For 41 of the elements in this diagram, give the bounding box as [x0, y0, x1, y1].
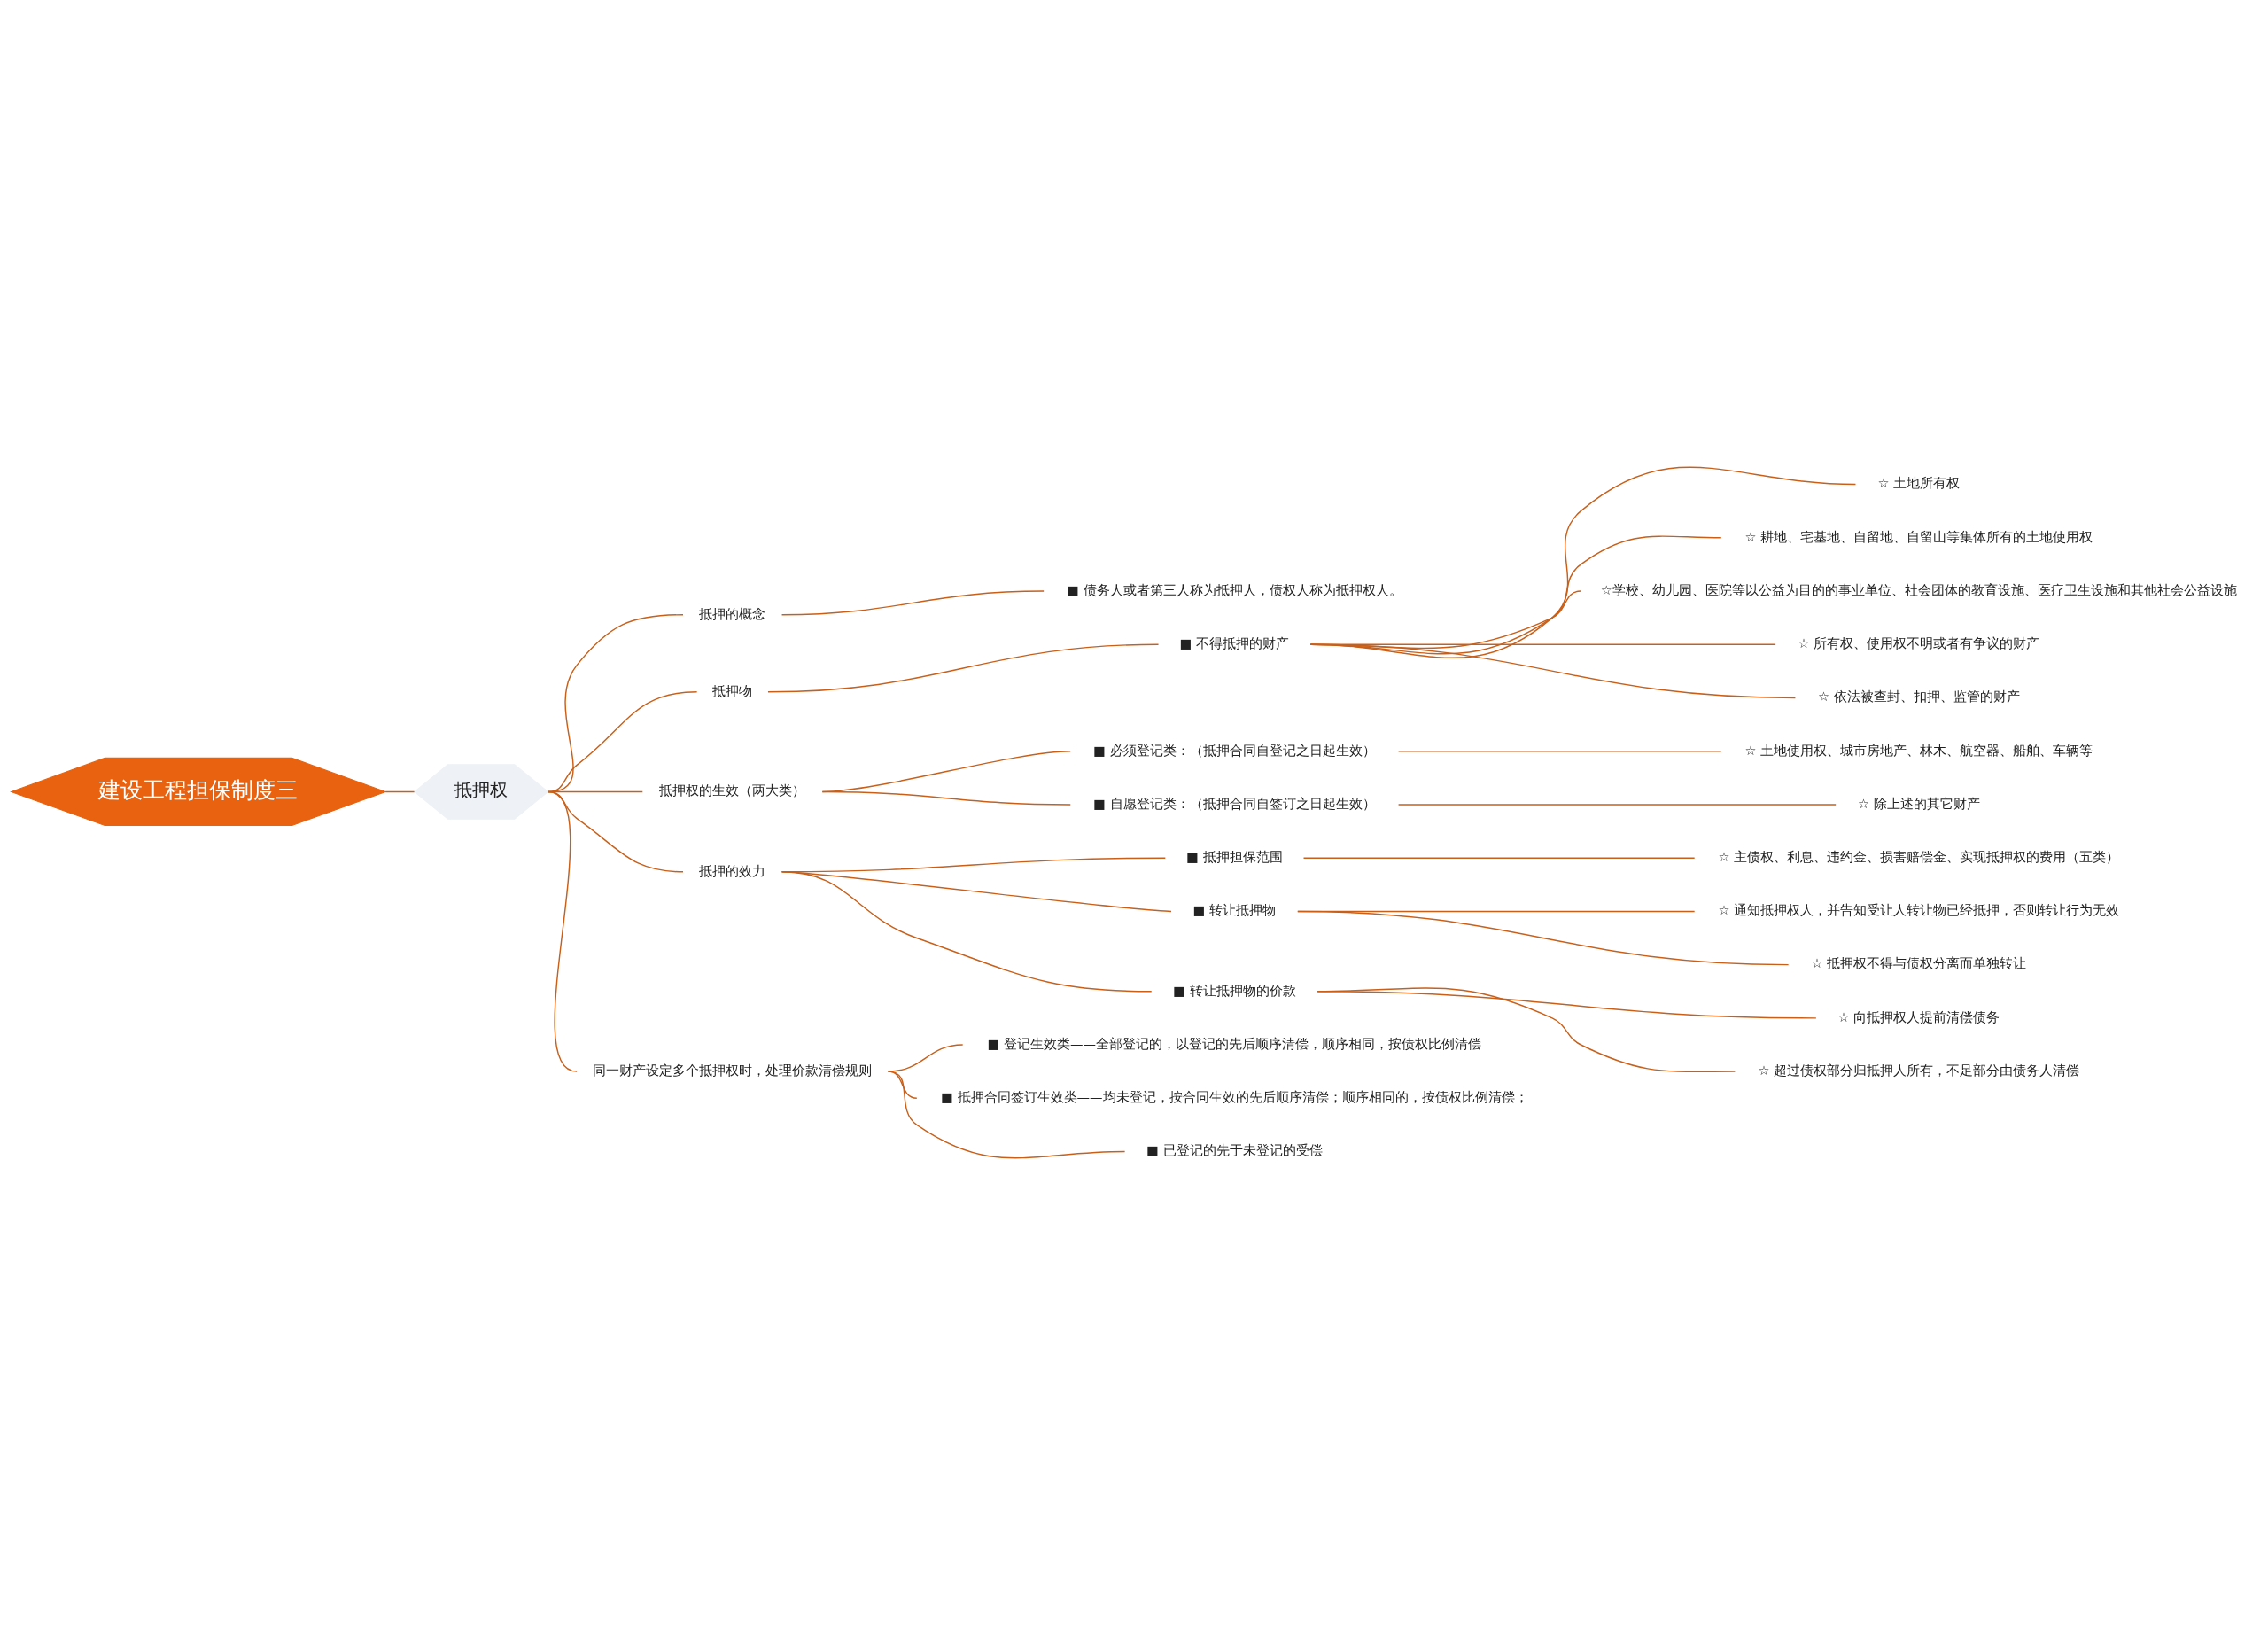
node-text: ■ 转让抵押物的价款 [1173, 983, 1296, 998]
node-text: ■ 抵押担保范围 [1186, 849, 1283, 864]
connector [821, 790, 1071, 806]
node-text: ■ 登记生效类——全部登记的，以登记的先后顺序清偿，顺序相同，按债权比例清偿 [987, 1036, 1482, 1051]
connector [1317, 986, 1736, 1072]
node-text: ☆ 土地使用权、城市房地产、林木、航空器、船舶、车辆等 [1744, 743, 2093, 757]
node-text: ■ 转让抵押物 [1192, 902, 1277, 917]
node-text: ■ 已登记的先于未登记的受偿 [1146, 1142, 1323, 1157]
node-text: ☆ 耕地、宅基地、自留地、自留山等集体所有的土地使用权 [1744, 529, 2093, 544]
connector [781, 589, 1045, 615]
connector [781, 870, 1153, 992]
node-text: ■ 自愿登记类：（抵押合同自签订之日起生效） [1093, 796, 1376, 811]
node-text: ☆ 依法被查封、扣押、监管的财产 [1818, 689, 2020, 704]
node-text: ☆ 土地所有权 [1877, 475, 1961, 490]
node-text: ☆ 所有权、使用权不明或者有争议的财产 [1798, 635, 2040, 650]
node-text: ☆ 除上述的其它财产 [1858, 796, 1980, 811]
connector [1397, 750, 1722, 751]
node-text: ☆ 超过债权部分归抵押人所有，不足部分由债务人清偿 [1758, 1063, 2080, 1078]
connector [1297, 910, 1790, 965]
node-text: ■ 抵押合同签订生效类——均未登记，按合同生效的先后顺序清偿；顺序相同的，按债权比例清偿； [941, 1089, 1528, 1104]
node-text: 抵押的概念 [699, 606, 766, 621]
node-text: ■ 债务人或者第三人称为抵押人，债权人称为抵押权人。 [1067, 582, 1402, 597]
node-text: ☆学校、幼儿园、医院等以公益为目的的事业单位、社会团体的教育设施、医疗卫生设施和其他社会公益设施 [1600, 582, 2237, 597]
node-text: ☆ 主债权、利息、违约金、损害赔偿金、实现抵押权的费用（五类） [1718, 849, 2120, 864]
connector [1397, 803, 1837, 806]
node-text: ☆ 通知抵押权人，并告知受让人转让物已经抵押，否则转让行为无效 [1718, 902, 2120, 917]
node-text: 抵押权的生效（两大类） [659, 782, 806, 798]
node-text: ☆ 抵押权不得与债权分离而单独转让 [1811, 955, 2027, 970]
node-text: 同一财产设定多个抵押权时，处理价款清偿规则 [593, 1063, 873, 1078]
node-text: 抵押的效力 [699, 863, 766, 878]
node-text: ☆ 向抵押权人提前清偿债务 [1837, 1009, 2000, 1024]
connector [887, 1070, 1126, 1158]
node-text: ■ 不得抵押的财产 [1179, 635, 1290, 650]
connector [767, 643, 1160, 692]
connector [1302, 856, 1696, 859]
node-text: 抵押物 [712, 683, 753, 698]
connector [548, 790, 578, 1072]
node-text: ■ 必须登记类：（抵押合同自登记之日起生效） [1093, 743, 1376, 757]
connector [887, 1043, 964, 1072]
connector [384, 790, 416, 792]
connector [1309, 643, 1797, 698]
